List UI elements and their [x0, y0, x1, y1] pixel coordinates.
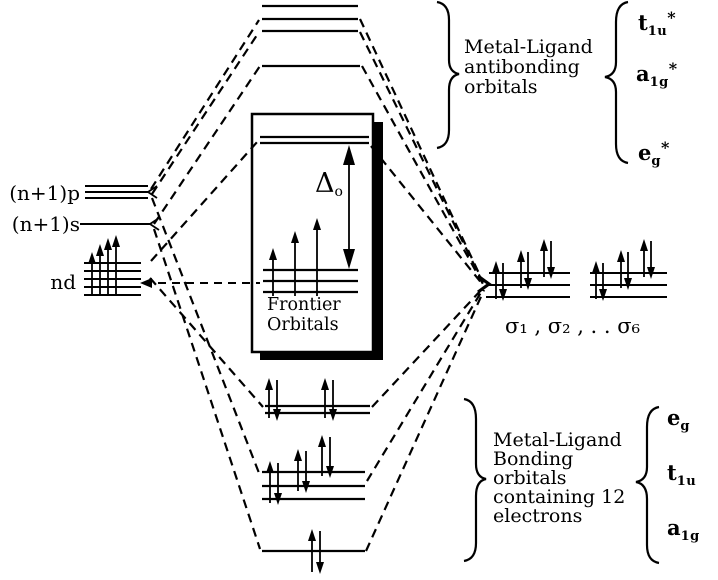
- electron-arrow-head: [329, 409, 337, 421]
- level-label-a1g-star: a1g*: [636, 59, 678, 90]
- eg-bonding-level-lines: [265, 404, 370, 415]
- electron-arrow-head: [308, 529, 316, 541]
- electron-arrow-head: [547, 267, 555, 279]
- eg-star-level-lines: [260, 135, 369, 145]
- level-label-t1u: t1u: [667, 460, 697, 489]
- energy-levels: [80, 4, 667, 553]
- electron-arrow-head: [266, 461, 274, 473]
- nd-arrowhead: [140, 278, 152, 288]
- electron-arrow-head: [617, 250, 625, 262]
- electron-arrow-head: [104, 238, 112, 250]
- bonding-title-line: orbitals: [493, 467, 567, 489]
- metal-s-label: (n+1)s: [11, 212, 80, 236]
- antibonding-title-line: antibonding: [464, 56, 580, 78]
- bonding-labels-brace: [635, 405, 660, 565]
- electron-arrow-head: [269, 248, 277, 260]
- electron-arrow-head: [321, 378, 329, 390]
- antibonding-title: Metal-Ligand antibonding orbitals: [464, 37, 593, 97]
- antibonding-title-line: orbitals: [464, 76, 538, 98]
- metal-d-label: nd: [50, 270, 76, 294]
- electron-arrow-head: [294, 449, 302, 461]
- electron-arrow-head: [647, 267, 655, 279]
- p-fanout-caret: [146, 185, 158, 199]
- metal-p-label: (n+1)p: [9, 181, 80, 205]
- electron-arrow-head: [599, 289, 607, 301]
- level-label-a1g: a1g: [667, 515, 700, 544]
- electron-arrows: [88, 218, 655, 574]
- antibonding-title-line: Metal-Ligand: [464, 36, 593, 58]
- electron-arrow-head: [499, 289, 507, 301]
- delta-arrowhead-down: [343, 249, 355, 269]
- electron-arrow-head: [517, 250, 525, 262]
- bonding-title: Metal-Ligand Bonding orbitals containing…: [493, 431, 625, 526]
- frontier-caption: Frontier Orbitals: [267, 295, 341, 335]
- electron-arrow-head: [540, 239, 548, 251]
- electron-arrow-head: [316, 562, 324, 574]
- electron-arrow-head: [96, 244, 104, 256]
- bonding-title-line: Metal-Ligand: [493, 429, 622, 451]
- level-label-t1u-star: t1u*: [638, 8, 676, 39]
- delta-o-arrow: [343, 145, 355, 269]
- bonding-title-line: electrons: [493, 505, 583, 527]
- bonding-title-line: containing 12: [493, 486, 626, 508]
- electron-arrow-head: [624, 278, 632, 290]
- sigma-convergence-caret: [477, 274, 492, 294]
- correlation-lines: [144, 18, 486, 552]
- electron-arrow-head: [112, 235, 120, 247]
- level-label-eg-star: eg*: [638, 138, 670, 169]
- electron-arrow-head: [326, 466, 334, 478]
- electron-arrow-head: [273, 409, 281, 421]
- bonding-title-line: Bonding: [493, 448, 574, 470]
- delta-o-label: Δo: [315, 168, 343, 200]
- metal-correlation-dashes: [149, 19, 264, 550]
- electron-arrow-head: [265, 378, 273, 390]
- delta-arrowhead-up: [343, 145, 355, 165]
- braces: [436, 0, 660, 565]
- electron-arrow-head: [291, 231, 299, 243]
- ligand-correlation-dashes: [359, 18, 486, 552]
- electron-arrow-head: [492, 261, 500, 273]
- electron-arrow-head: [302, 481, 310, 493]
- electron-arrow-head: [88, 252, 96, 264]
- electron-arrow-head: [274, 493, 282, 505]
- electron-arrow-head: [318, 435, 326, 447]
- sigma-orbitals-label: σ₁ , σ₂ , . . σ₆: [505, 314, 641, 338]
- frontier-box: [250, 112, 375, 354]
- electron-arrow-head: [313, 218, 321, 230]
- t1u-star-level-lines: [262, 4, 358, 33]
- t2g-level-lines: [263, 268, 358, 294]
- metal-d-level-lines: [84, 262, 141, 296]
- antibonding-labels-brace: [604, 0, 629, 165]
- s-fanout-caret: [148, 217, 160, 231]
- electron-arrow-head: [640, 239, 648, 251]
- electron-arrow-head: [592, 261, 600, 273]
- level-label-eg: eg: [667, 405, 690, 434]
- electron-arrow-head: [524, 278, 532, 290]
- metal-p-level-lines: [85, 185, 148, 199]
- frontier-caption-line: Frontier: [267, 295, 341, 315]
- antibonding-group-brace: [436, 0, 460, 150]
- frontier-caption-line: Orbitals: [267, 314, 339, 335]
- fanout-markers: [140, 185, 492, 294]
- bonding-group-brace: [463, 397, 487, 563]
